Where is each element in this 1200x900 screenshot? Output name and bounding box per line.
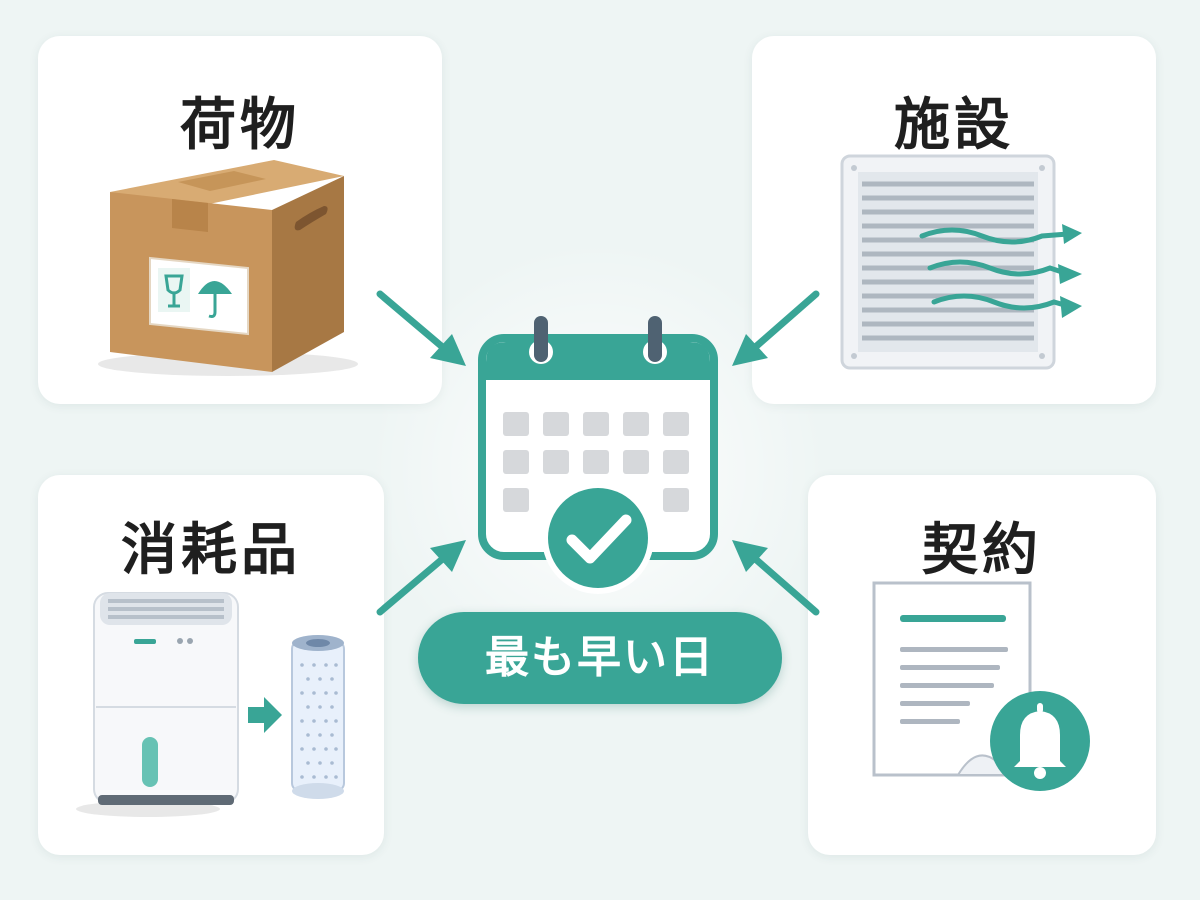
calendar-check-icon: [478, 316, 718, 594]
cardboard-box-icon: [98, 160, 358, 376]
earliest-date-badge: 最も早い日: [418, 612, 782, 704]
air-vent-icon: [840, 154, 1082, 370]
card-title-consumables: 消耗品: [121, 518, 301, 583]
card-title-contracts: 契約: [922, 518, 1042, 583]
arrow-from-consumables: [376, 540, 466, 616]
card-title-packages: 荷物: [180, 93, 300, 158]
contract-bell-icon: [872, 581, 1090, 791]
card-consumables: 消耗品: [38, 475, 384, 855]
card-title-facilities: 施設: [894, 93, 1014, 158]
card-contracts: 契約: [808, 475, 1156, 855]
card-facilities: 施設: [752, 36, 1156, 404]
dehumidifier-filter-icon: [76, 592, 345, 817]
arrow-from-contracts: [732, 540, 820, 616]
card-packages: 荷物: [38, 36, 442, 404]
